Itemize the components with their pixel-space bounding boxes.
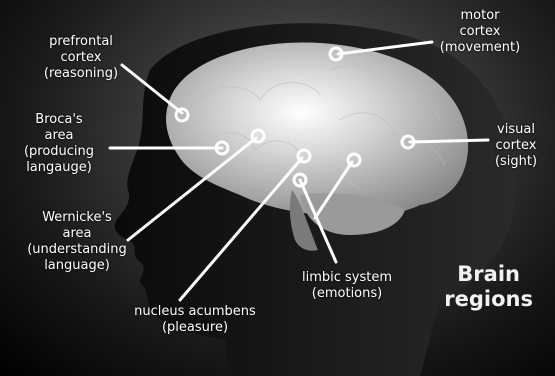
label-motor-cortex: motor cortex (movement) <box>420 8 540 56</box>
diagram-title: Brain regions <box>444 262 533 312</box>
label-brocas-area: Broca's area (producing langauge) <box>4 112 114 176</box>
label-limbic-system: limbic system (emotions) <box>282 270 412 302</box>
label-nucleus-acumbens: nucleus acumbens (pleasure) <box>110 304 280 336</box>
label-visual-cortex: visual cortex (sight) <box>480 122 552 170</box>
label-wernickes-area: Wernicke's area (understanding language) <box>2 210 152 274</box>
label-prefrontal-cortex: prefrontal cortex (reasoning) <box>16 34 146 82</box>
